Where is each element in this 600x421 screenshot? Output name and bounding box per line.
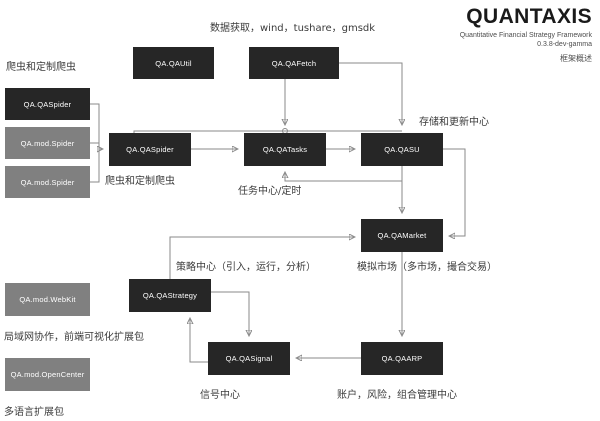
- node-opencenter[interactable]: QA.mod.OpenCenter: [5, 358, 90, 391]
- node-modspider2[interactable]: QA.mod.Spider: [5, 166, 90, 198]
- ann-market: 模拟市场（多市场，撮合交易）: [357, 262, 497, 273]
- node-label: QA.mod.Spider: [20, 138, 75, 148]
- node-qamarket[interactable]: QA.QAMarket: [361, 219, 443, 252]
- node-label: QA.QATasks: [262, 145, 308, 154]
- brand-subtitle: Quantitative Financial Strategy Framewor…: [459, 32, 592, 40]
- ann-webkit: 局域网协作，前端可视化扩展包: [4, 332, 144, 343]
- ann-arp: 账户，风险，组合管理中心: [337, 390, 457, 401]
- page-title: QUANTAXIS: [466, 5, 592, 28]
- node-qastrategy[interactable]: QA.QAStrategy: [129, 279, 211, 312]
- node-label: QA.QAARP: [381, 354, 423, 363]
- node-label: QA.mod.WebKit: [19, 295, 76, 304]
- ann-spider-tl: 爬虫和定制爬虫: [6, 62, 76, 73]
- node-label: QA.QASpider: [23, 99, 72, 109]
- node-label: QA.QAUtil: [155, 58, 192, 68]
- brand-header: QUANTAXIS Quantitative Financial Strateg…: [459, 5, 592, 64]
- ann-open: 多语言扩展包: [4, 407, 64, 418]
- ann-tasks: 任务中心/定时: [238, 186, 302, 197]
- node-qautil[interactable]: QA.QAUtil: [133, 47, 214, 79]
- node-qasignal[interactable]: QA.QASignal: [208, 342, 290, 375]
- ann-strategy: 策略中心（引入，运行，分析）: [176, 262, 316, 273]
- node-webkit[interactable]: QA.mod.WebKit: [5, 283, 90, 316]
- node-qaspider_c[interactable]: QA.QASpider: [109, 133, 191, 166]
- node-label: QA.mod.OpenCenter: [10, 370, 85, 379]
- node-qasu[interactable]: QA.QASU: [361, 133, 443, 166]
- ann-su: 存储和更新中心: [419, 117, 489, 128]
- node-label: QA.QAStrategy: [142, 291, 198, 300]
- node-label: QA.QASignal: [225, 354, 273, 363]
- node-label: QA.QASU: [384, 145, 420, 154]
- node-label: QA.mod.Spider: [20, 177, 75, 187]
- ann-spider-c: 爬虫和定制爬虫: [105, 176, 175, 187]
- node-modspider1[interactable]: QA.mod.Spider: [5, 127, 90, 159]
- brand-version: 0.3.8-dev-gamma: [537, 41, 592, 49]
- node-qatasks[interactable]: QA.QATasks: [244, 133, 326, 166]
- node-label: QA.QAMarket: [377, 231, 427, 240]
- node-qaarp[interactable]: QA.QAARP: [361, 342, 443, 375]
- node-label: QA.QASpider: [126, 145, 174, 154]
- node-qafetch[interactable]: QA.QAFetch: [249, 47, 339, 79]
- brand-cn-subtitle: 框架概述: [560, 53, 592, 63]
- node-label: QA.QAFetch: [271, 58, 317, 68]
- ann-signal: 信号中心: [200, 390, 240, 401]
- ann-fetch: 数据获取，wind，tushare，gmsdk: [210, 23, 376, 34]
- node-qaspider_l[interactable]: QA.QASpider: [5, 88, 90, 120]
